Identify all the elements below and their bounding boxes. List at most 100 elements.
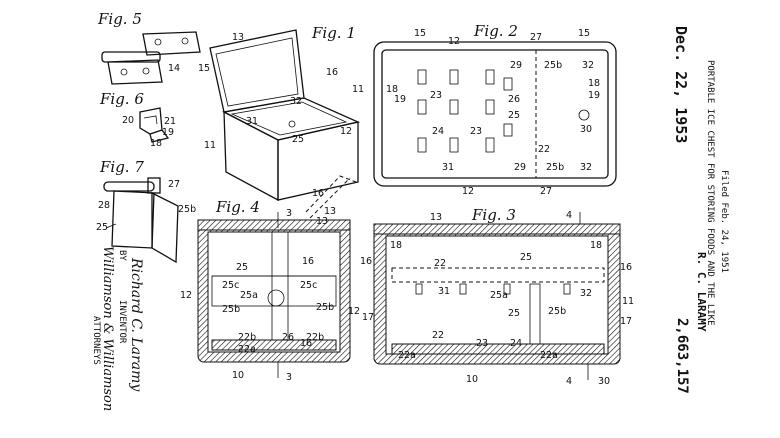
ref-26: 26 — [508, 94, 520, 105]
ref-23: 23 — [470, 126, 482, 137]
ref-16: 16 — [360, 256, 372, 267]
attorneys-label: ATTORNEYS — [91, 316, 101, 365]
ref-16: 16 — [620, 262, 632, 273]
attorney-name: Williamson & Williamson — [100, 246, 115, 411]
fig6-label: Fig. 6 — [99, 90, 144, 108]
ref-25: 25 — [520, 252, 532, 263]
ref-18: 18 — [386, 84, 398, 95]
fig3-side-section: Fig. 3 13 4 18 18 16 22 25 31 32 16 11 2… — [360, 206, 634, 387]
ref-17: 17 — [362, 312, 374, 323]
ref-20: 20 — [122, 115, 134, 126]
ref-25: 25 — [508, 308, 520, 319]
ref-27: 27 — [530, 32, 542, 43]
ref-31: 31 — [438, 286, 450, 297]
ref-16: 16 — [300, 338, 312, 349]
ref-25a: 25a — [490, 290, 508, 301]
inventor-header: R. C. LARAMY — [695, 252, 708, 332]
ref-19: 19 — [162, 127, 174, 138]
ref-10: 10 — [466, 374, 478, 385]
ref-3: 3 — [286, 208, 292, 219]
ref-18: 18 — [588, 78, 600, 89]
ref-25: 25 — [96, 222, 108, 233]
ref-24: 24 — [510, 338, 522, 349]
ref-25c: 25c — [222, 280, 239, 291]
ref-24: 24 — [432, 126, 444, 137]
fig2-label: Fig. 2 — [473, 22, 518, 40]
inventor-label: INVENTOR — [117, 300, 127, 344]
ref-22: 22 — [538, 144, 550, 155]
ref-22a: 22a — [238, 344, 256, 355]
ref-29: 29 — [514, 162, 526, 173]
fig3-label: Fig. 3 — [471, 206, 516, 224]
ref-3: 3 — [286, 372, 292, 383]
ref-13: 13 — [316, 216, 328, 227]
ref-25b: 25b — [178, 204, 196, 215]
ref-31: 31 — [246, 116, 258, 127]
fig1-label: Fig. 1 — [311, 24, 356, 42]
ref-12: 12 — [348, 306, 360, 317]
ref-32: 32 — [290, 96, 302, 107]
ref-19: 19 — [394, 94, 406, 105]
ref-11: 11 — [352, 84, 364, 95]
fig6-bracket: Fig. 6 20 21 19 18 — [99, 90, 176, 149]
ref-29: 29 — [510, 60, 522, 71]
ref-25a: 25a — [240, 290, 258, 301]
ref-23: 23 — [476, 338, 488, 349]
filing-date: Filed Feb. 24, 1951 — [719, 170, 729, 273]
ref-22b: 22b — [238, 332, 256, 343]
ref-23: 23 — [430, 90, 442, 101]
patent-title: PORTABLE ICE CHEST FOR STORING FOODS AND… — [705, 60, 715, 326]
ref-17: 17 — [620, 316, 632, 327]
fig7-partition: Fig. 7 27 28 25b 25 — [96, 158, 196, 264]
ref-25: 25 — [236, 262, 248, 273]
fig5-hinge: Fig. 5 14 15 — [97, 10, 210, 85]
ref-21: 21 — [164, 116, 176, 127]
ref-25b: 25b — [222, 304, 240, 315]
ref-15: 15 — [578, 28, 590, 39]
ref-13b: 13 — [324, 206, 336, 217]
ref-25b: 25b — [316, 302, 334, 313]
ref-14: 14 — [168, 63, 180, 74]
ref-31: 31 — [442, 162, 454, 173]
patent-date: Dec. 22, 1953 — [672, 26, 690, 143]
ref-18: 18 — [150, 138, 162, 149]
ref-22a: 22a — [540, 350, 558, 361]
by-label: BY — [117, 250, 127, 261]
ref-12: 12 — [180, 290, 192, 301]
ref-27: 27 — [540, 186, 552, 197]
fig4-label: Fig. 4 — [215, 198, 260, 216]
ref-12: 12 — [462, 186, 474, 197]
fig4-end-section: Fig. 4 3 13 16 25 25c 25c 25a 12 25b 25b… — [180, 198, 360, 383]
ref-32: 32 — [582, 60, 594, 71]
ref-25: 25 — [508, 110, 520, 121]
ref-11: 11 — [622, 296, 634, 307]
signature-block: INVENTOR Richard C. Laramy BY Williamson… — [91, 246, 144, 411]
ref-18: 18 — [590, 240, 602, 251]
ref-10: 10 — [232, 370, 244, 381]
fig7-label: Fig. 7 — [99, 158, 144, 176]
ref-13: 13 — [232, 32, 244, 43]
fig1-chest-perspective: Fig. 1 13 16 32 11 31 25 12 16 13 — [204, 24, 361, 219]
ref-16b: 16 — [312, 188, 324, 199]
ref-26: 26 — [282, 332, 294, 343]
ref-28: 28 — [98, 200, 110, 211]
ref-25b: 25b — [546, 162, 564, 173]
ref-22a: 22a — [398, 350, 416, 361]
ref-16: 16 — [302, 256, 314, 267]
ref-22: 22 — [434, 258, 446, 269]
ref-13: 13 — [430, 212, 442, 223]
patent-number: 2,663,157 — [674, 318, 690, 394]
ref-15: 15 — [198, 63, 210, 74]
patent-header: Dec. 22, 1953 R. C. LARAMY 2,663,157 POR… — [672, 26, 729, 394]
ref-30: 30 — [580, 124, 592, 135]
ref-32: 32 — [580, 288, 592, 299]
inventor-name: Richard C. Laramy — [128, 257, 144, 392]
ref-4: 4 — [566, 210, 572, 221]
ref-18: 18 — [390, 240, 402, 251]
ref-25c: 25c — [300, 280, 317, 291]
ref-27: 27 — [168, 179, 180, 190]
ref-25b: 25b — [544, 60, 562, 71]
ref-4: 4 — [566, 376, 572, 387]
ref-32: 32 — [580, 162, 592, 173]
